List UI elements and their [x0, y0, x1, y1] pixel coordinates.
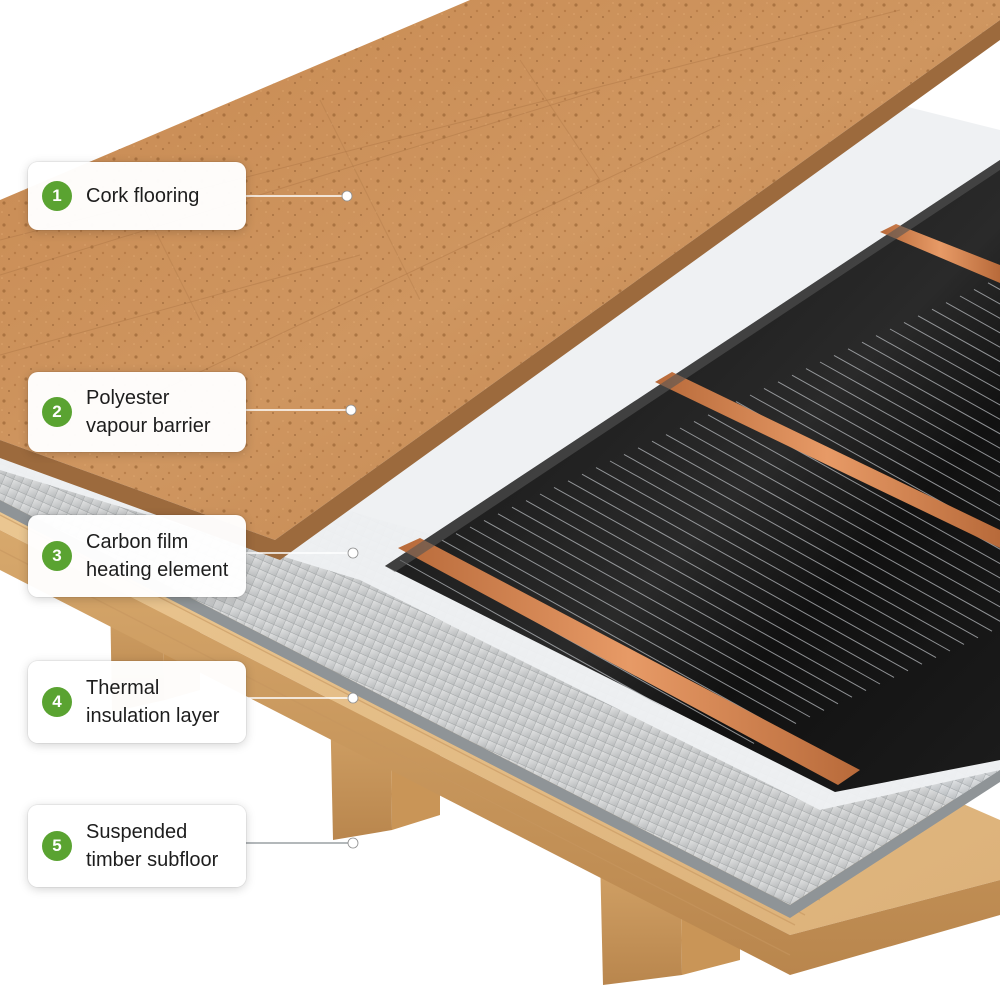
callout-number: 4: [42, 687, 72, 717]
film-element-line: [777, 381, 1000, 573]
film-element-line: [693, 420, 1000, 612]
callout-label: Polyester vapour barrier: [86, 387, 211, 437]
film-element-line: [665, 434, 1000, 626]
callout-label: Suspended timber subfloor: [86, 821, 219, 871]
film-element-line: [525, 500, 867, 692]
callout-number: 3: [42, 541, 72, 571]
film-element-line: [931, 308, 1000, 500]
callout-timber-subfloor: 5 Suspended timber subfloor: [28, 805, 246, 887]
film-element-line: [623, 453, 965, 645]
callout-cork-flooring: 1 Cork flooring: [28, 162, 246, 230]
film-element-line: [483, 519, 825, 711]
film-element-line: [833, 354, 1000, 546]
callout-carbon-film: 3 Carbon film heating element: [28, 515, 246, 597]
callout-label: Cork flooring: [86, 185, 200, 207]
film-element-line: [847, 348, 1000, 540]
film-element-line: [749, 394, 1000, 586]
cork-board: [0, 0, 1000, 560]
carbon-film-heater: [385, 160, 1000, 792]
film-element-line: [609, 460, 951, 652]
callout-vapour-barrier: 2 Polyester vapour barrier: [28, 372, 246, 452]
film-element-line: [581, 473, 923, 665]
film-element-line: [511, 506, 853, 698]
film-element-line: [595, 467, 937, 659]
film-element-line: [903, 321, 1000, 513]
film-element-line: [791, 374, 1000, 566]
film-element-line: [707, 414, 1000, 606]
film-element-line: [469, 526, 811, 718]
callout-number: 5: [42, 831, 72, 861]
film-element-line: [455, 533, 797, 725]
callout-label: Carbon film heating element: [86, 531, 229, 581]
leader-lines: [246, 195, 352, 844]
leader-dots: [341, 190, 359, 849]
callout-label: Thermal insulation layer: [86, 677, 220, 727]
film-element-line: [497, 513, 839, 705]
callout-number: 1: [42, 181, 72, 211]
film-element-line: [441, 539, 783, 731]
film-element-line: [763, 387, 1000, 579]
film-element-line: [553, 486, 895, 678]
film-element-line: [567, 480, 909, 672]
film-element-line: [637, 447, 979, 639]
film-element-line: [805, 368, 1000, 560]
film-element-line: [819, 361, 1000, 553]
film-element-line: [861, 341, 1000, 533]
film-element-line: [539, 493, 881, 685]
callout-number: 2: [42, 397, 72, 427]
film-element-line: [917, 315, 1000, 507]
film-element-line: [679, 427, 1000, 619]
film-element-line: [875, 335, 1000, 527]
callout-thermal-insulation: 4 Thermal insulation layer: [28, 661, 246, 743]
film-element-line: [889, 328, 1000, 520]
film-element-line: [651, 440, 993, 632]
